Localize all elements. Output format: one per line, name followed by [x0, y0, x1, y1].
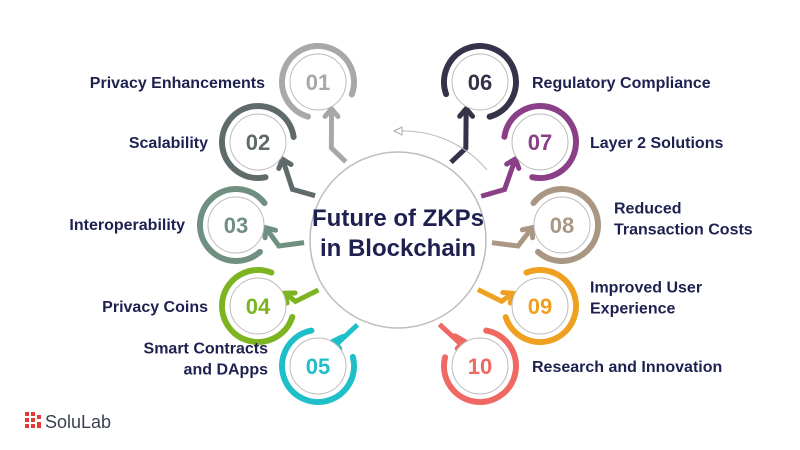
- item-06: 06: [441, 43, 519, 120]
- connector-arrow-icon: [480, 155, 522, 199]
- item-number: 01: [306, 70, 330, 95]
- inner-ring: [289, 337, 347, 395]
- item-label: Smart Contracts: [144, 341, 269, 358]
- labels: Privacy EnhancementsScalabilityInteroper…: [69, 75, 752, 379]
- connector-arrow-icon: [262, 224, 305, 249]
- item-label: Improved User: [590, 280, 702, 297]
- item-10: 10: [441, 327, 519, 405]
- item-08: 08: [530, 186, 601, 264]
- item-09: 09: [502, 267, 579, 345]
- item-label: Reduced: [614, 201, 682, 218]
- item-04: 04: [219, 267, 296, 345]
- item-01: 01: [279, 43, 357, 120]
- center-title-line2: in Blockchain: [320, 235, 476, 262]
- item-number: 10: [468, 354, 492, 379]
- item-label: Transaction Costs: [614, 222, 753, 239]
- connector-arrow-icon: [449, 104, 476, 165]
- connector-arrow-icon: [476, 287, 516, 306]
- item-label: and DApps: [184, 362, 269, 379]
- connector-arrow-icon: [282, 287, 320, 306]
- inner-ring: [451, 337, 509, 395]
- item-02: 02: [219, 103, 297, 181]
- solulab-logo: SoluLab: [25, 412, 111, 432]
- ring-arc: [279, 327, 357, 405]
- ring-arc: [502, 267, 579, 345]
- item-number: 09: [528, 294, 552, 319]
- item-label: Interoperability: [69, 217, 185, 234]
- ring-arc: [530, 186, 601, 264]
- item-number: 05: [306, 354, 330, 379]
- inner-ring: [289, 53, 347, 111]
- solulab-logo-icon: [25, 412, 41, 428]
- item-07: 07: [501, 103, 579, 181]
- connector-arrow-icon: [330, 322, 360, 352]
- ring-arc: [219, 267, 296, 345]
- item-label: Regulatory Compliance: [532, 75, 711, 92]
- item-number: 02: [246, 130, 270, 155]
- item-number: 04: [246, 294, 271, 319]
- ring-arc: [441, 327, 519, 405]
- item-number: 06: [468, 70, 492, 95]
- inner-ring: [207, 196, 265, 254]
- brand-name: SoluLab: [45, 412, 111, 432]
- item-label: Scalability: [129, 135, 208, 152]
- inner-ring: [533, 196, 591, 254]
- inner-ring: [451, 53, 509, 111]
- connectors: [262, 104, 536, 352]
- item-number: 03: [224, 213, 248, 238]
- inner-ring: [511, 113, 569, 171]
- item-label: Research and Innovation: [532, 359, 722, 376]
- item-label: Layer 2 Solutions: [590, 135, 723, 152]
- ring-arc: [197, 186, 268, 264]
- ring-arc: [279, 43, 357, 120]
- connector-arrow-icon: [437, 322, 468, 352]
- rings: 01 02 03 04 05 06 07 08 09 10: [197, 43, 601, 405]
- ring-arc: [441, 43, 519, 120]
- item-label: Experience: [590, 301, 675, 318]
- center-title: Future of ZKPs: [312, 205, 484, 232]
- item-number: 08: [550, 213, 574, 238]
- center-circle: [309, 151, 487, 329]
- item-number: 07: [528, 130, 552, 155]
- center-arrow-icon: [392, 126, 403, 136]
- center-orbit: [399, 130, 488, 171]
- inner-ring: [229, 277, 287, 335]
- connector-arrow-icon: [322, 104, 348, 164]
- inner-ring: [511, 277, 569, 335]
- inner-ring: [229, 113, 287, 171]
- connector-arrow-icon: [491, 224, 536, 249]
- ring-arc: [219, 103, 297, 181]
- item-label: Privacy Enhancements: [90, 75, 265, 92]
- ring-arc: [501, 103, 579, 181]
- item-label: Privacy Coins: [102, 299, 208, 316]
- item-05: 05: [279, 327, 357, 405]
- connector-arrow-icon: [276, 155, 316, 199]
- item-03: 03: [197, 186, 268, 264]
